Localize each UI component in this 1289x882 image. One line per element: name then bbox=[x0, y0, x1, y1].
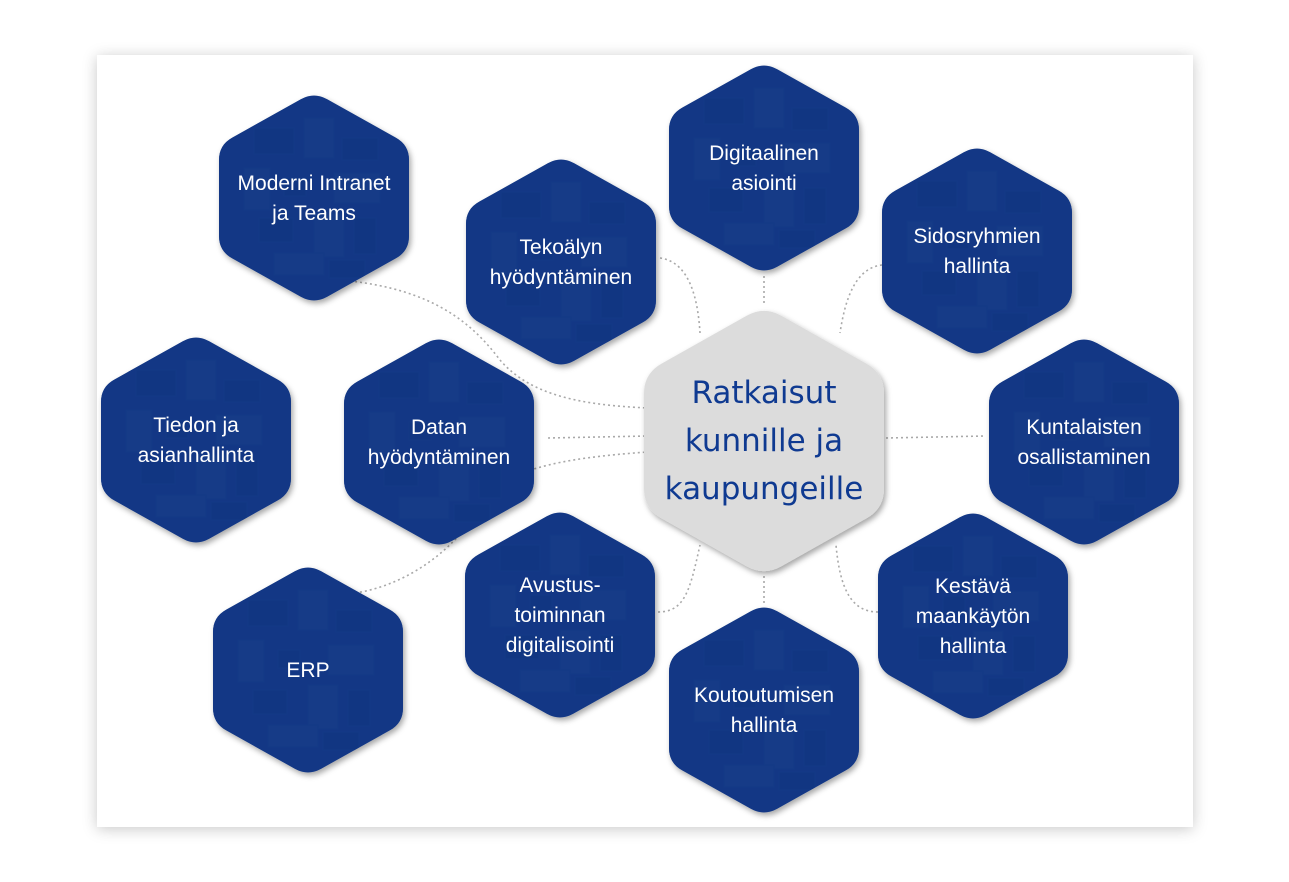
hex-tiedon-asianhallinta: Tiedon ja asianhallinta bbox=[101, 337, 291, 543]
center-title-line: kunnille ja bbox=[685, 423, 843, 459]
hex-overlay bbox=[669, 607, 859, 813]
hex-label-line: asiointi bbox=[731, 172, 796, 195]
hex-overlay bbox=[344, 339, 534, 545]
hex-label-line: ja Teams bbox=[271, 202, 356, 225]
hex-sidosryhmat: Sidosryhmien hallinta bbox=[882, 148, 1072, 354]
hex-overlay bbox=[101, 337, 291, 543]
hex-label-line: hyödyntäminen bbox=[490, 266, 632, 289]
connector-datan-hyodyntaminen bbox=[547, 435, 649, 439]
center-hex-shape bbox=[644, 310, 884, 572]
hex-overlay bbox=[878, 513, 1068, 719]
hex-tekoaly: Tekoälyn hyödyntäminen bbox=[466, 159, 656, 365]
hex-label-line: Koutoutumisen bbox=[694, 684, 834, 707]
hex-digitaalinen-asiointi: Digitaalinen asiointi bbox=[669, 65, 859, 271]
hex-center: Ratkaisut kunnille ja kaupungeille bbox=[644, 310, 884, 572]
hex-label-line: Moderni Intranet bbox=[238, 172, 391, 195]
hex-label-line: Sidosryhmien bbox=[913, 225, 1040, 248]
hex-label-line: maankäytön bbox=[916, 605, 1030, 628]
connector-sidosryhmat bbox=[839, 264, 883, 334]
hex-label-line: hyödyntäminen bbox=[368, 446, 510, 469]
hex-label-line: Tiedon ja bbox=[153, 414, 239, 437]
hex-label-line: Avustus- bbox=[519, 574, 600, 597]
hex-koulutus: Koutoutumisen hallinta bbox=[669, 607, 859, 813]
hex-overlay bbox=[989, 339, 1179, 545]
hex-moderni-intranet: Moderni Intranet ja Teams bbox=[219, 95, 409, 301]
connector-tekoaly bbox=[659, 257, 701, 334]
hex-kestava-maankaytto: Kestävä maankäytön hallinta bbox=[878, 513, 1068, 719]
hex-label-line: Tekoälyn bbox=[520, 236, 603, 259]
connector-avustustoiminta bbox=[657, 544, 701, 613]
hex-label-line: osallistaminen bbox=[1017, 446, 1150, 469]
connector-kestava-maankaytto bbox=[835, 544, 879, 613]
connector-kuntalaisten-osallistaminen bbox=[885, 435, 986, 439]
hex-label-line: Digitaalinen bbox=[709, 142, 819, 165]
hex-label-line: asianhallinta bbox=[138, 444, 255, 467]
hex-label-line: toiminnan bbox=[514, 604, 605, 627]
hex-label-line: Kestävä bbox=[935, 575, 1011, 598]
hex-erp: ERP bbox=[213, 567, 403, 773]
hex-avustustoiminta: Avustus-toiminnan digitalisointi bbox=[465, 512, 655, 718]
hex-overlay bbox=[669, 65, 859, 271]
hex-label-line: Datan bbox=[411, 416, 467, 439]
connector-lines bbox=[349, 257, 986, 613]
center-title-line: Ratkaisut bbox=[692, 375, 837, 411]
hex-overlay bbox=[466, 159, 656, 365]
hex-label-line: hallinta bbox=[940, 635, 1007, 658]
hex-label-line: hallinta bbox=[944, 255, 1011, 278]
hex-overlay bbox=[882, 148, 1072, 354]
hex-label-line: digitalisointi bbox=[506, 634, 615, 657]
hex-label-line: hallinta bbox=[731, 714, 798, 737]
hex-label-line: Kuntalaisten bbox=[1026, 416, 1142, 439]
connector-moderni-intranet bbox=[349, 280, 649, 409]
hex-overlay bbox=[465, 512, 655, 718]
hex-label-line: ERP bbox=[286, 659, 329, 682]
hex-kuntalaisten-osallistaminen: Kuntalaisten osallistaminen bbox=[989, 339, 1179, 545]
hex-overlay bbox=[213, 567, 403, 773]
hex-overlay bbox=[219, 95, 409, 301]
hex-datan-hyodyntaminen: Datan hyödyntäminen bbox=[344, 339, 534, 545]
center-title-line: kaupungeille bbox=[665, 471, 864, 507]
